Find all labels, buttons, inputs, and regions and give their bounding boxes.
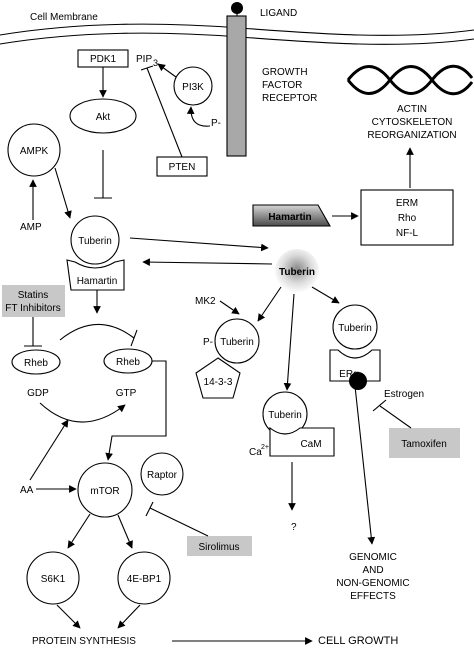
receptor-phospho: P- (211, 118, 221, 129)
connectors (24, 63, 414, 645)
ampk-node (7, 123, 61, 177)
hamartin-complex-shape (66, 259, 125, 291)
calcium-superscript: 2+ (261, 444, 269, 451)
pdk1-label: PDK1 (90, 54, 117, 65)
statins-label-2: FT Inhibitors (5, 303, 60, 314)
1433-label: 14-3-3 (204, 377, 233, 388)
4ebp1-node (117, 551, 171, 605)
tuberin-complex-label: Tuberin (78, 236, 112, 247)
sirolimus-label: Sirolimus (198, 542, 239, 553)
pi3k-label: PI3K (182, 82, 204, 93)
actin-filament-icon (346, 64, 474, 96)
receptor-label-2: FACTOR (262, 80, 302, 91)
er-alpha-shape (329, 349, 381, 382)
nfl-label: NF-L (396, 228, 419, 239)
ampk-label: AMPK (20, 146, 49, 157)
actin-label-1: ACTIN (397, 104, 427, 115)
4ebp1-label: 4E-BP1 (127, 574, 162, 585)
receptor-label-1: GROWTH (262, 67, 308, 78)
tuberin-er-label: Tuberin (338, 323, 372, 334)
actin-label-2: CYTOSKELETON (372, 117, 453, 128)
rheb-gdp-node (11, 349, 61, 375)
tuberin-free-node (275, 249, 319, 293)
sirolimus-box (187, 536, 252, 556)
rheb-gtp-label: Rheb (116, 357, 140, 368)
s6k1-node (26, 551, 80, 605)
raptor-node (140, 452, 184, 496)
tuberin-complex-node (70, 215, 120, 265)
hamartin-free-shape (252, 204, 331, 227)
genomic-label-4: EFFECTS (350, 591, 396, 602)
pi3k-node (173, 66, 213, 106)
ligand-label: LIGAND (260, 8, 297, 19)
mk2-label: MK2 (195, 296, 216, 307)
tamoxifen-label: Tamoxifen (401, 439, 447, 450)
tuberin-free-label: Tuberin (279, 267, 315, 278)
receptor-label-3: RECEPTOR (262, 93, 317, 104)
1433-pentagon (195, 357, 241, 399)
genomic-label-1: GENOMIC (349, 552, 397, 563)
akt-label: Akt (96, 112, 111, 123)
tuberin-1433-node (214, 318, 260, 364)
growth-factor-receptor (226, 2, 247, 157)
erm-box (360, 189, 454, 246)
s6k1-label: S6K1 (41, 574, 66, 585)
calcium-label: Ca (249, 447, 262, 458)
cam-label: CaM (300, 439, 321, 450)
gtp-label: GTP (116, 388, 137, 399)
hamartin-free-label: Hamartin (268, 212, 311, 223)
gdp-label: GDP (27, 388, 49, 399)
tamoxifen-box (389, 428, 460, 458)
aa-label: AA (20, 485, 34, 496)
tuberin-cam-label: Tuberin (268, 410, 302, 421)
statins-label-1: Statins (18, 290, 49, 301)
tuberin-er-node (332, 304, 378, 350)
hamartin-complex-label: Hamartin (77, 276, 118, 287)
protein-synthesis-label: PROTEIN SYNTHESIS (32, 636, 136, 647)
membrane-label: Cell Membrane (30, 12, 98, 23)
pip3-subscript: 3 (153, 58, 158, 68)
pten-label: PTEN (169, 162, 196, 173)
estrogen-label: Estrogen (384, 389, 424, 400)
mtor-node (77, 462, 133, 518)
statins-box (2, 285, 65, 317)
raptor-label: Raptor (147, 470, 178, 481)
mtor-label: mTOR (90, 486, 119, 497)
genomic-label-3: NON-GENOMIC (336, 578, 409, 589)
genomic-label-2: AND (362, 565, 383, 576)
tuberin-1433-label: Tuberin (220, 337, 254, 348)
unknown-effect-label: ? (291, 522, 297, 533)
akt-node (69, 98, 137, 134)
estrogen-ball (349, 372, 367, 390)
phospho-1433-label: P- (203, 337, 213, 348)
pip3-label: PIP (136, 54, 152, 65)
cell-growth-label: CELL GROWTH (318, 635, 398, 647)
erm-label: ERM (396, 198, 418, 209)
er-alpha-label: ERα (339, 369, 359, 380)
rheb-gdp-label: Rheb (24, 358, 48, 369)
cam-shape (269, 426, 335, 457)
actin-label-3: REORGANIZATION (367, 130, 456, 141)
amp-label: AMP (20, 222, 42, 233)
rho-label: Rho (398, 213, 417, 224)
